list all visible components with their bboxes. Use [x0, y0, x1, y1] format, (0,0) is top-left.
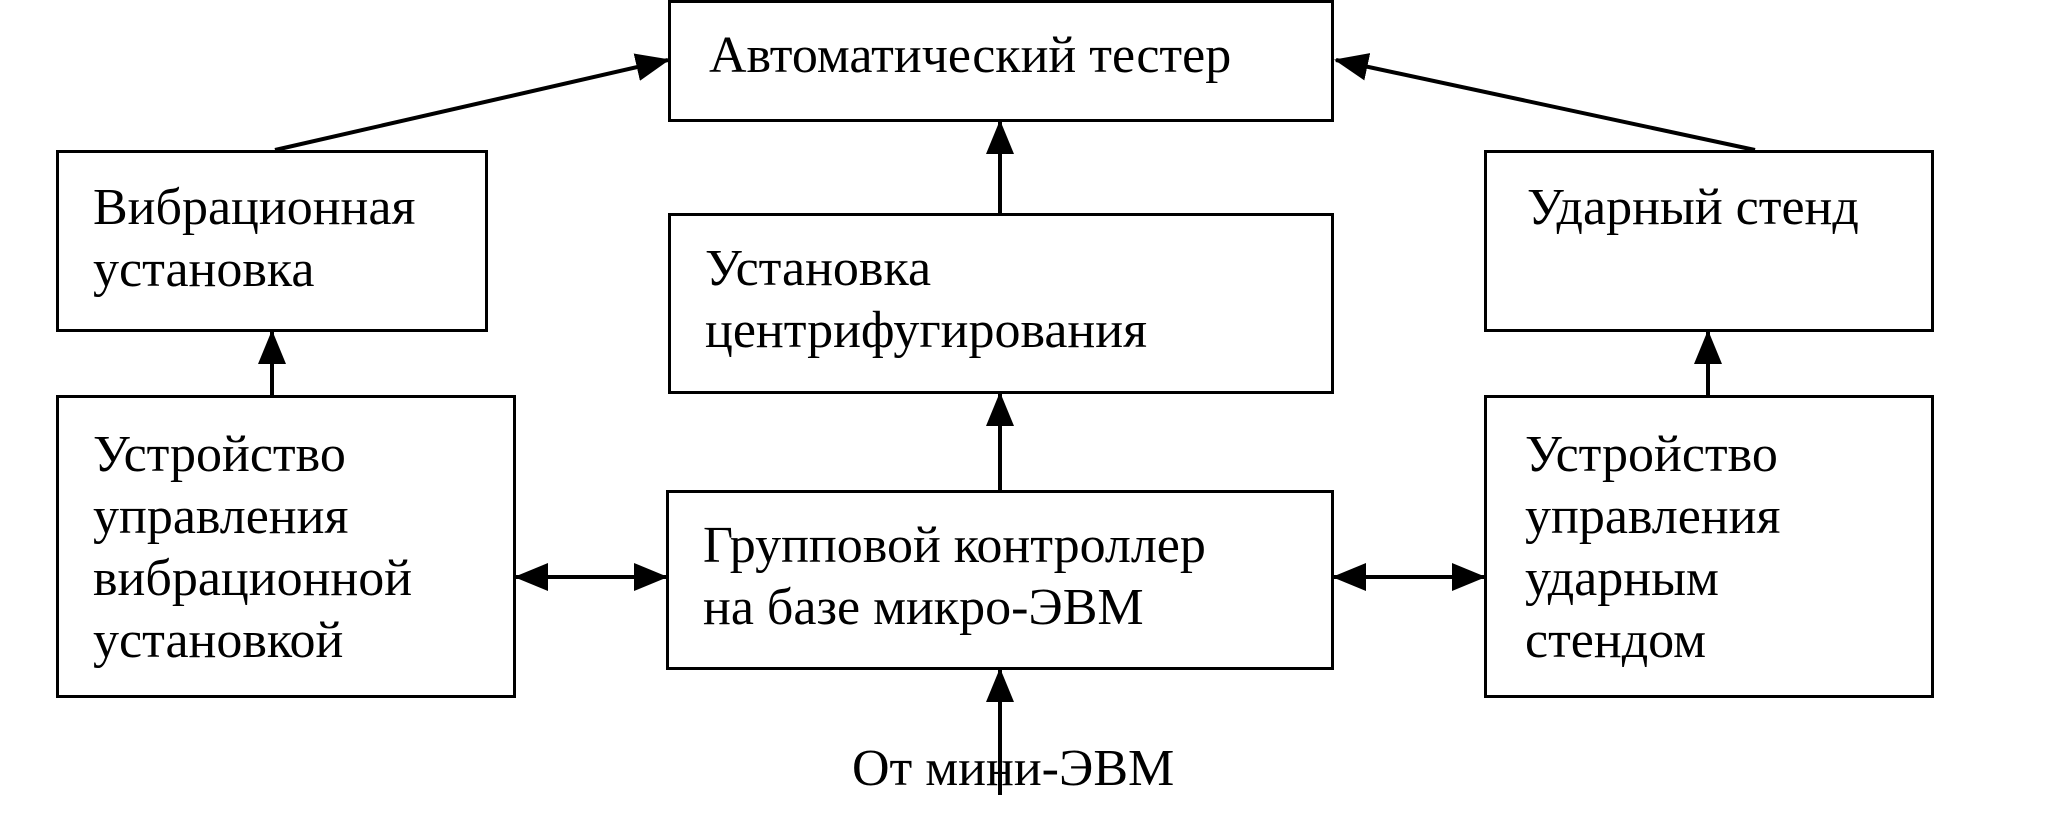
group-controller-label-line-2: на базе микро-ЭВМ — [703, 579, 1144, 636]
shock-control-label-line-2: управления — [1525, 488, 1781, 545]
shock-stand-block: Ударный стенд — [1484, 150, 1934, 332]
vibration-control-label-line-1: Устройство — [93, 426, 346, 483]
shock-control-label-line-3: ударным — [1525, 550, 1719, 607]
centrifuge-label-line-1: Установка — [705, 240, 932, 297]
vibration-control-block: Устройство управления вибрационной устан… — [56, 395, 516, 698]
vibration-control-label-line-2: управления — [93, 488, 349, 545]
vibration-control-label-line-3: вибрационной — [93, 550, 413, 607]
shock-control-label-line-4: стендом — [1525, 612, 1707, 669]
centrifuge-block: Установка центрифугирования — [668, 213, 1334, 394]
vibration-unit-label-line-1: Вибрационная — [93, 179, 416, 236]
vibration-unit-block: Вибрационная установка — [56, 150, 488, 332]
vibration-control-label-line-4: установкой — [93, 612, 344, 669]
tester-block: Автоматический тестер — [668, 0, 1334, 122]
group-controller-label-line-1: Групповой контроллер — [703, 517, 1206, 574]
group-controller-block: Групповой контроллер на базе микро-ЭВМ — [666, 490, 1334, 670]
arrow-vibration-unit-to-tester — [274, 53, 670, 152]
centrifuge-label-line-2: центрифугирования — [705, 302, 1147, 359]
shock-control-label-line-1: Устройство — [1525, 426, 1778, 483]
arrow-shock-stand-to-tester — [1334, 53, 1756, 152]
tester-label-line-1: Автоматический тестер — [709, 27, 1232, 84]
input-source-label: От мини-ЭВМ — [852, 740, 1175, 797]
shock-stand-label-line-1: Ударный стенд — [1527, 179, 1859, 236]
shock-control-block: Устройство управления ударным стендом — [1484, 395, 1934, 698]
vibration-unit-label-line-2: установка — [93, 241, 315, 298]
